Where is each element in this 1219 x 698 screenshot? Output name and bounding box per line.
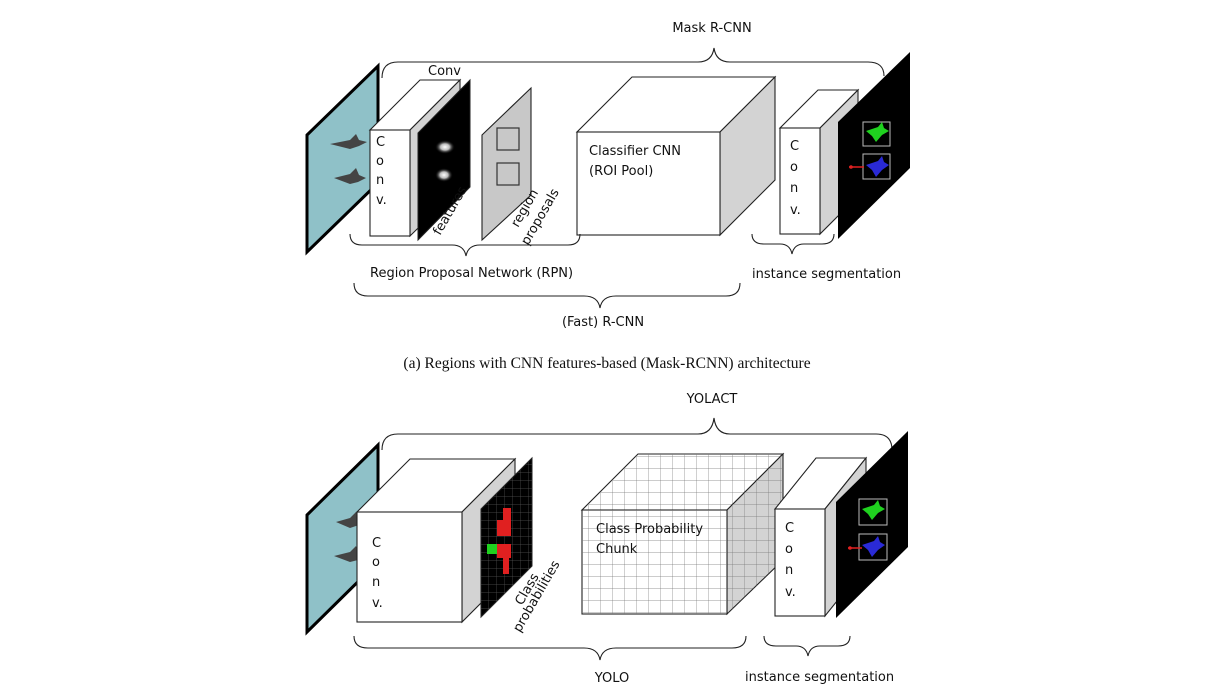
conv-top-label: Conv [428,64,461,79]
conv-letter: C [785,521,794,536]
mask-rcnn-label: Mask R-CNN [672,21,751,36]
caption-a: (a) Regions with CNN features-based (Mas… [403,355,810,372]
feature-map-panel [417,78,471,242]
chunk-label: Class Probability [596,522,703,537]
region-proposals-panel [481,86,532,242]
instance-seg-label-top: instance segmentation [752,267,901,282]
mask-rcnn-brace [381,47,885,79]
blue-mask-icon [866,156,889,177]
conv-letter: o [785,542,793,557]
proposal-box [496,162,520,186]
fast-rcnn-brace [353,282,741,309]
conv-letter: n [376,173,384,188]
conv-letter: v. [372,596,383,611]
green-mask-icon [862,500,885,520]
conv-letter: n [372,575,380,590]
proposal-box [496,127,520,151]
conv-letter: n [785,563,793,578]
instance-seg-brace-top [751,233,835,255]
output-mask-panel [838,52,910,239]
instance-seg-brace-bottom [763,635,851,657]
fast-rcnn-label: (Fast) R-CNN [562,315,644,330]
yolo-label: YOLO [594,671,629,686]
conv-letter: v. [790,203,801,218]
output-mask-panel-bottom [836,431,908,618]
class-probabilities-panel [480,456,533,619]
conv-letter: v. [376,193,387,208]
conv-letter: o [376,154,384,169]
conv-letter: C [372,536,381,551]
conv-letter: v. [785,585,796,600]
class-probability-chunk: Class Probability Chunk [580,452,785,616]
rpn-brace [349,233,581,257]
rpn-label: Region Proposal Network (RPN) [370,266,573,281]
instance-seg-label-bottom: instance segmentation [745,670,894,685]
green-mask-icon [866,122,889,142]
yolact-label: YOLACT [686,392,738,407]
classifier-cnn-block: Classifier CNN (ROI Pool) [575,75,777,237]
blue-mask-icon [862,536,885,557]
mask-rcnn-diagram: Mask R-CNN Conv C o n v. features [305,21,910,330]
green-cell [487,544,497,554]
yolact-brace [381,417,893,451]
input-image-panel [305,62,380,256]
conv-letter: C [376,135,385,150]
yolact-diagram: YOLACT C o n v. [305,392,908,686]
chunk-label-2: Chunk [596,542,638,557]
conv-letter: n [790,181,798,196]
conv-letter: o [790,160,798,175]
roi-pool-label: (ROI Pool) [589,164,653,179]
conv-letter: o [372,555,380,570]
classifier-label: Classifier CNN [589,144,681,159]
airplane-icon [330,134,367,184]
yolo-brace [353,635,747,661]
conv-letter: C [790,139,799,154]
